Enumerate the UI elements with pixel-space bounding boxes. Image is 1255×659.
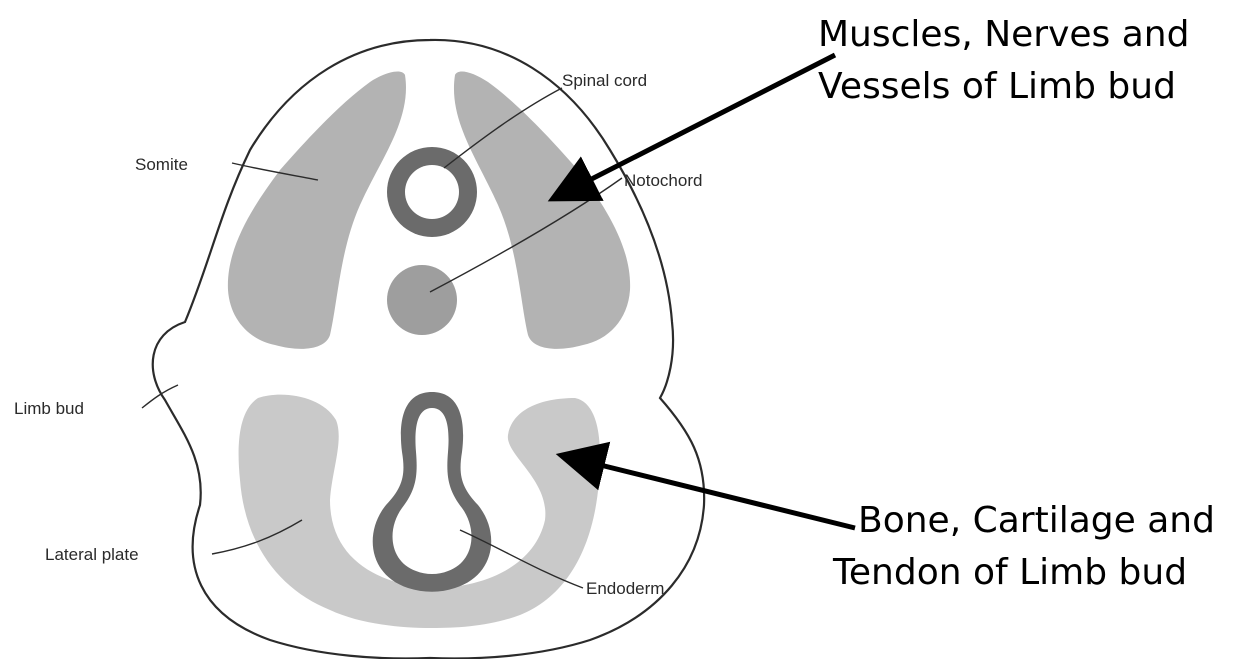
label-lateral-plate: Lateral plate [45,545,139,564]
label-endoderm: Endoderm [586,579,664,598]
annotation-bone-line1: Bone, Cartilage and [858,500,1215,541]
spinal-cord-lumen [405,165,459,219]
annotation-muscles-line2: Vessels of Limb bud [818,66,1176,107]
label-somite: Somite [135,155,188,174]
label-notochord: Notochord [624,171,702,190]
annotation-bone-line2: Tendon of Limb bud [832,552,1187,593]
label-limb-bud: Limb bud [14,399,84,418]
label-spinal-cord: Spinal cord [562,71,647,90]
annotation-muscles-line1: Muscles, Nerves and [818,14,1189,55]
notochord-shape [387,265,457,335]
